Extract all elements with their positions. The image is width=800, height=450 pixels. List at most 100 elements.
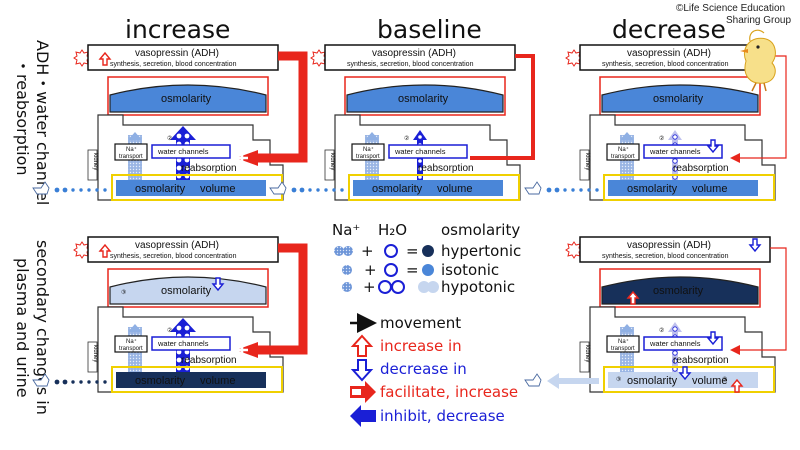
osmolarity-dome [601, 276, 759, 305]
legend-inhibit-label: inhibit, decrease [380, 407, 505, 425]
urine-drop [71, 188, 75, 192]
water-channels-down-arrow [706, 139, 720, 154]
water-molecule [672, 158, 678, 164]
water-molecule [184, 349, 190, 355]
osmolarity-up-arrow [626, 290, 640, 305]
na-transport-label-2: transport [356, 154, 380, 160]
legend-facilitate-icon [350, 381, 376, 403]
panel-increase-bottom: vasopressin (ADH)synthesis, secretion, b… [32, 236, 308, 393]
water-channels-down-arrow [706, 331, 720, 346]
na-transport-label-2: transport [119, 154, 143, 160]
urine-drop [87, 188, 91, 192]
water-molecule [184, 165, 190, 171]
legend-equals-2: = [406, 261, 419, 279]
urine-drop [579, 188, 583, 192]
urine-drop [54, 187, 60, 193]
legend-hypertonic-dot [422, 245, 434, 257]
water-molecule [176, 357, 182, 363]
urine-drop [554, 187, 560, 193]
water-molecule [176, 157, 182, 163]
tubule-yellow-outline [348, 174, 520, 201]
legend-hypotonic-dot-1 [418, 281, 430, 293]
adh-subtitle: synthesis, secretion, blood concentratio… [602, 253, 729, 260]
tubule-volume-label: volume [692, 183, 727, 195]
tubule-volume-label: volume [692, 375, 727, 387]
row-label-top: ADH・water channel ・reabsorption [13, 40, 52, 205]
adh-increase-arrow [98, 51, 112, 66]
tubule-volume-up-arrow [730, 378, 744, 393]
adh-subtitle: synthesis, secretion, blood concentratio… [110, 253, 237, 260]
water-molecule [176, 349, 182, 355]
toilet-icon [269, 181, 287, 195]
tubule-fill [116, 180, 266, 196]
toilet-icon [32, 181, 50, 195]
na-transport-box [114, 335, 148, 353]
water-channels-label: water channels [394, 147, 446, 156]
legend-plus-1: + [361, 242, 374, 260]
water-molecule [184, 357, 190, 363]
na-transport-arrowhead [620, 324, 634, 332]
panel-decrease-bottom: vasopressin (ADH)synthesis, secretion, b… [524, 236, 787, 393]
na-transport-label-2: transport [119, 346, 143, 352]
water-molecule [184, 133, 190, 139]
legend-na-icon-1 [334, 246, 344, 256]
adh-subtitle: synthesis, secretion, blood concentratio… [602, 61, 729, 68]
adh-decrease-arrow [748, 238, 762, 253]
na-transport-arrowhead [128, 132, 142, 140]
water-channels-label: water channels [649, 147, 701, 156]
adh-box [87, 236, 279, 263]
water-channels-box [643, 144, 723, 159]
osmolarity-red-outline [599, 76, 761, 116]
tubule-volume-label: volume [200, 375, 235, 387]
facilitate-arrowhead [730, 153, 740, 163]
facilitate-connector [470, 54, 535, 160]
legend-facilitate-notch [352, 389, 361, 395]
tubule-fill [353, 180, 503, 196]
copyright-line-1: ©Life Science Education [676, 3, 785, 14]
legend-h2o-icon-1 [384, 244, 398, 258]
na-transport-box [351, 143, 385, 161]
column-title-decrease: decrease [612, 15, 726, 44]
urine-drop [71, 380, 75, 384]
tubule-osmolarity-label: osmolarity [627, 375, 678, 387]
circle-3-brain: ③ [121, 289, 126, 296]
urine-drop [62, 187, 68, 193]
kidney-label-box [87, 341, 98, 373]
legend-isotonic-dot [422, 264, 434, 276]
osmolarity-down-arrow [211, 277, 225, 292]
urine-drop [54, 379, 60, 385]
urine-drop [308, 188, 312, 192]
urine-drop [62, 379, 68, 385]
kidney-label: kidney [329, 153, 335, 170]
tubule-volume-label: volume [200, 183, 235, 195]
kidney-label: kidney [584, 345, 590, 362]
facilitate-plus-mark [236, 344, 248, 356]
toilet-icon [32, 373, 50, 387]
tubule-fill [608, 180, 758, 196]
urine-drop [103, 380, 107, 384]
toilet-icon [524, 181, 542, 195]
column-title-baseline: baseline [377, 15, 482, 44]
reabsorption-label: reabsorption [418, 163, 474, 174]
water-channels-box [643, 336, 723, 351]
legend-h2o-icon-3 [378, 280, 392, 294]
kidney-label-box [87, 149, 98, 181]
urine-drop [595, 188, 599, 192]
legend-increase-label: increase in [380, 337, 462, 355]
legend-plus-3: + [363, 278, 376, 296]
osmolarity-dome [109, 276, 267, 305]
legend-movement-label: movement [380, 314, 461, 332]
legend-hypotonic-dot-2 [427, 281, 439, 293]
na-transport-box [114, 143, 148, 161]
facilitate-connector [740, 247, 787, 351]
urine-drop [103, 188, 107, 192]
osmolarity-red-outline [107, 268, 269, 308]
legend-h2o-header: H₂O [378, 221, 407, 239]
toilet-icon [524, 373, 542, 387]
tubule-fill [116, 372, 266, 388]
urine-drop [340, 188, 344, 192]
na-transport-arrowhead [620, 132, 634, 140]
urine-drop [95, 380, 99, 384]
legend-decrease-label: decrease in [380, 360, 467, 378]
facilitate-arrowhead [730, 345, 740, 355]
